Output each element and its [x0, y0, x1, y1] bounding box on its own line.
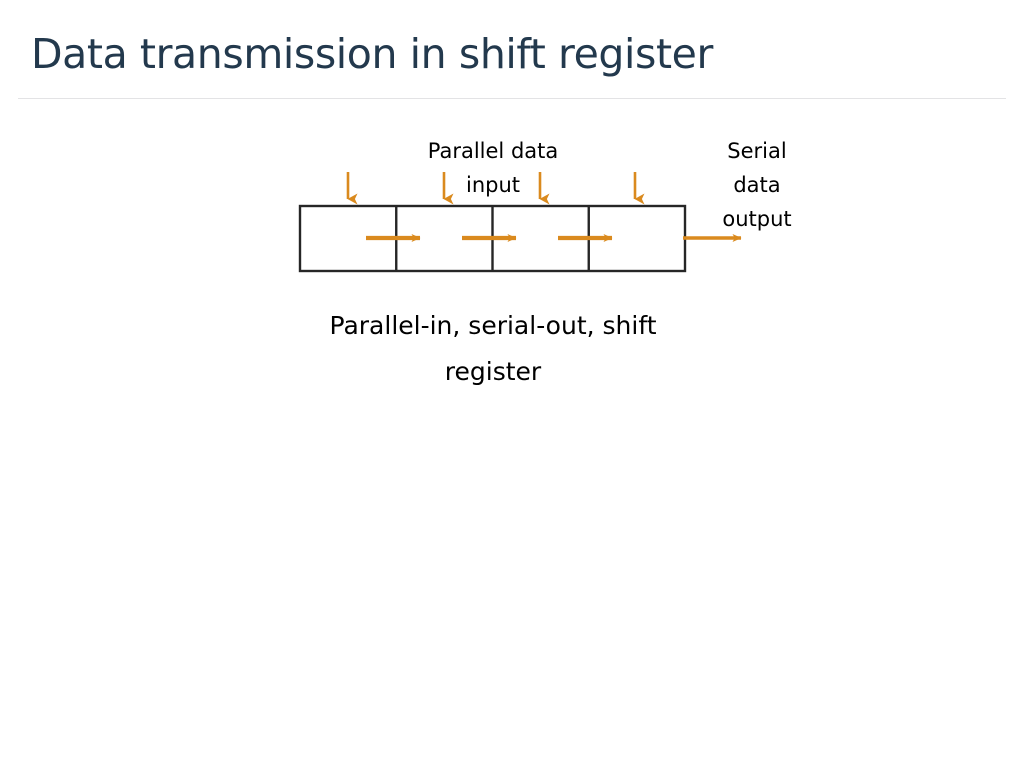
title-divider — [18, 98, 1006, 99]
serial-output-line-1: Serial — [727, 139, 786, 163]
page-title: Data transmission in shift register — [31, 30, 713, 78]
shift-register-diagram: Parallel data input Serial data output — [0, 100, 1024, 400]
diagram-caption: Parallel-in, serial-out, shift register — [330, 311, 657, 386]
caption-line-2: register — [445, 357, 542, 386]
serial-output-line-2: data — [733, 173, 780, 197]
serial-output-line-3: output — [722, 207, 791, 231]
caption-line-1: Parallel-in, serial-out, shift — [330, 311, 657, 340]
parallel-input-line-1: Parallel data — [428, 139, 559, 163]
serial-data-output-label: Serial data output — [722, 139, 791, 231]
parallel-input-line-2: input — [466, 173, 520, 197]
parallel-data-input-label: Parallel data input — [428, 139, 559, 197]
parallel-input-arrows — [346, 172, 645, 205]
